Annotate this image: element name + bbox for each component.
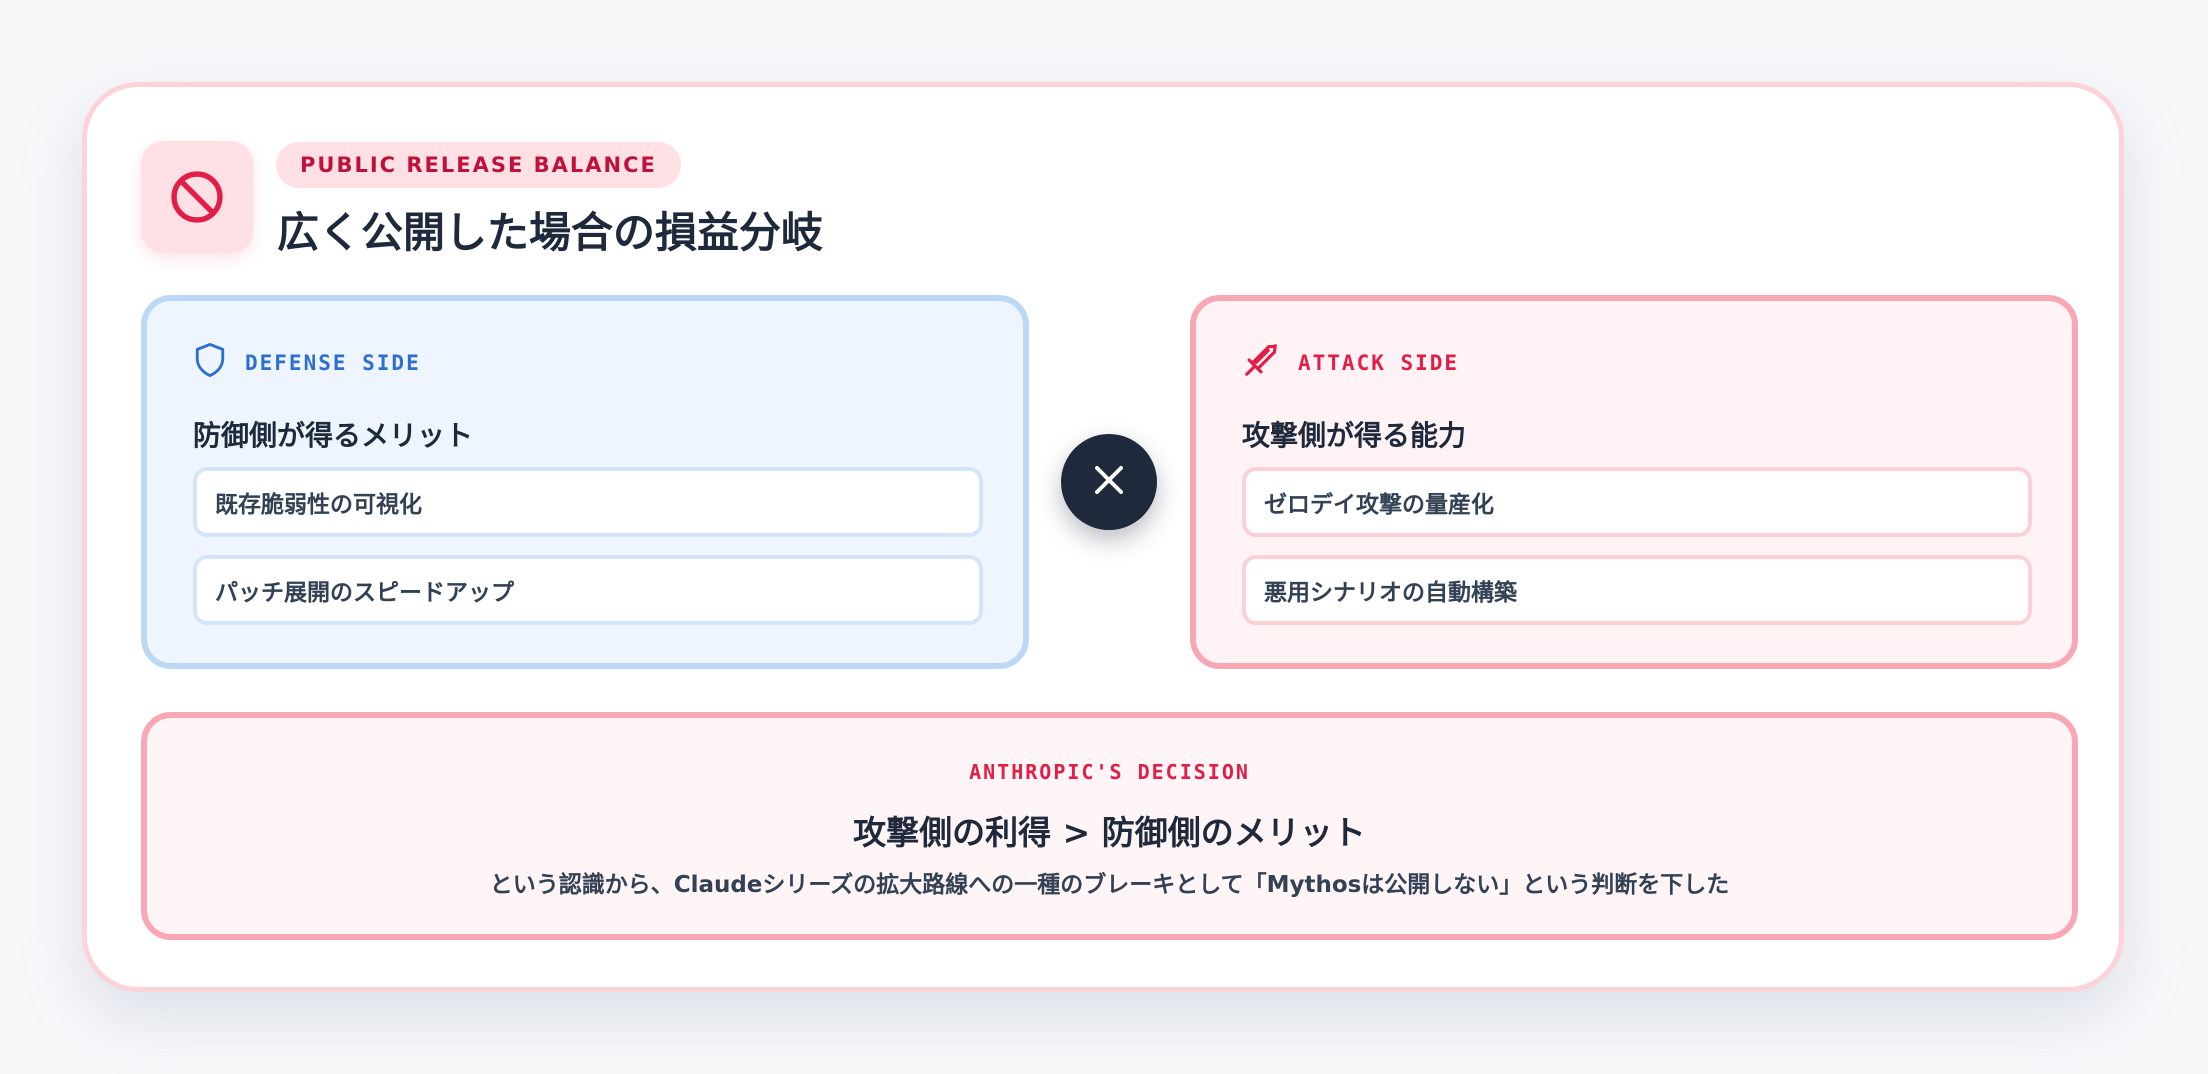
page-title: 広く公開した場合の損益分岐 [277,208,824,257]
shield-icon [193,341,227,384]
decision-panel: ANTHROPIC'S DECISION 攻撃側の利得 > 防御側のメリット と… [141,712,2078,940]
sword-icon [1242,341,1280,384]
defense-heading: 防御側が得るメリット [193,419,474,452]
prohibited-icon [141,141,253,253]
main-card: PUBLIC RELEASE BALANCE 広く公開した場合の損益分岐 DEF… [82,82,2124,992]
defense-panel: DEFENSE SIDE 防御側が得るメリット 既存脆弱性の可視化 パッチ展開の… [141,295,1029,669]
attack-tag-label: ATTACK SIDE [1298,350,1460,375]
defense-item: パッチ展開のスピードアップ [193,555,983,625]
attack-panel: ATTACK SIDE 攻撃側が得る能力 ゼロデイ攻撃の量産化 悪用シナリオの自… [1190,295,2078,669]
versus-badge [1061,434,1157,530]
attack-item: 悪用シナリオの自動構築 [1242,555,2032,625]
attack-item: ゼロデイ攻撃の量産化 [1242,467,2032,537]
decision-sub-text: という認識から、Claudeシリーズの拡大路線への一種のブレーキとして「Myth… [489,872,1730,898]
decision-main-text: 攻撃側の利得 > 防御側のメリット [853,813,1366,852]
attack-heading: 攻撃側が得る能力 [1242,419,1467,452]
defense-tag-label: DEFENSE SIDE [245,350,421,375]
close-x-icon [1091,462,1127,502]
defense-tag: DEFENSE SIDE [193,341,421,384]
release-balance-badge: PUBLIC RELEASE BALANCE [276,142,681,188]
decision-tag: ANTHROPIC'S DECISION [969,760,1250,784]
attack-tag: ATTACK SIDE [1242,341,1459,384]
defense-item: 既存脆弱性の可視化 [193,467,983,537]
